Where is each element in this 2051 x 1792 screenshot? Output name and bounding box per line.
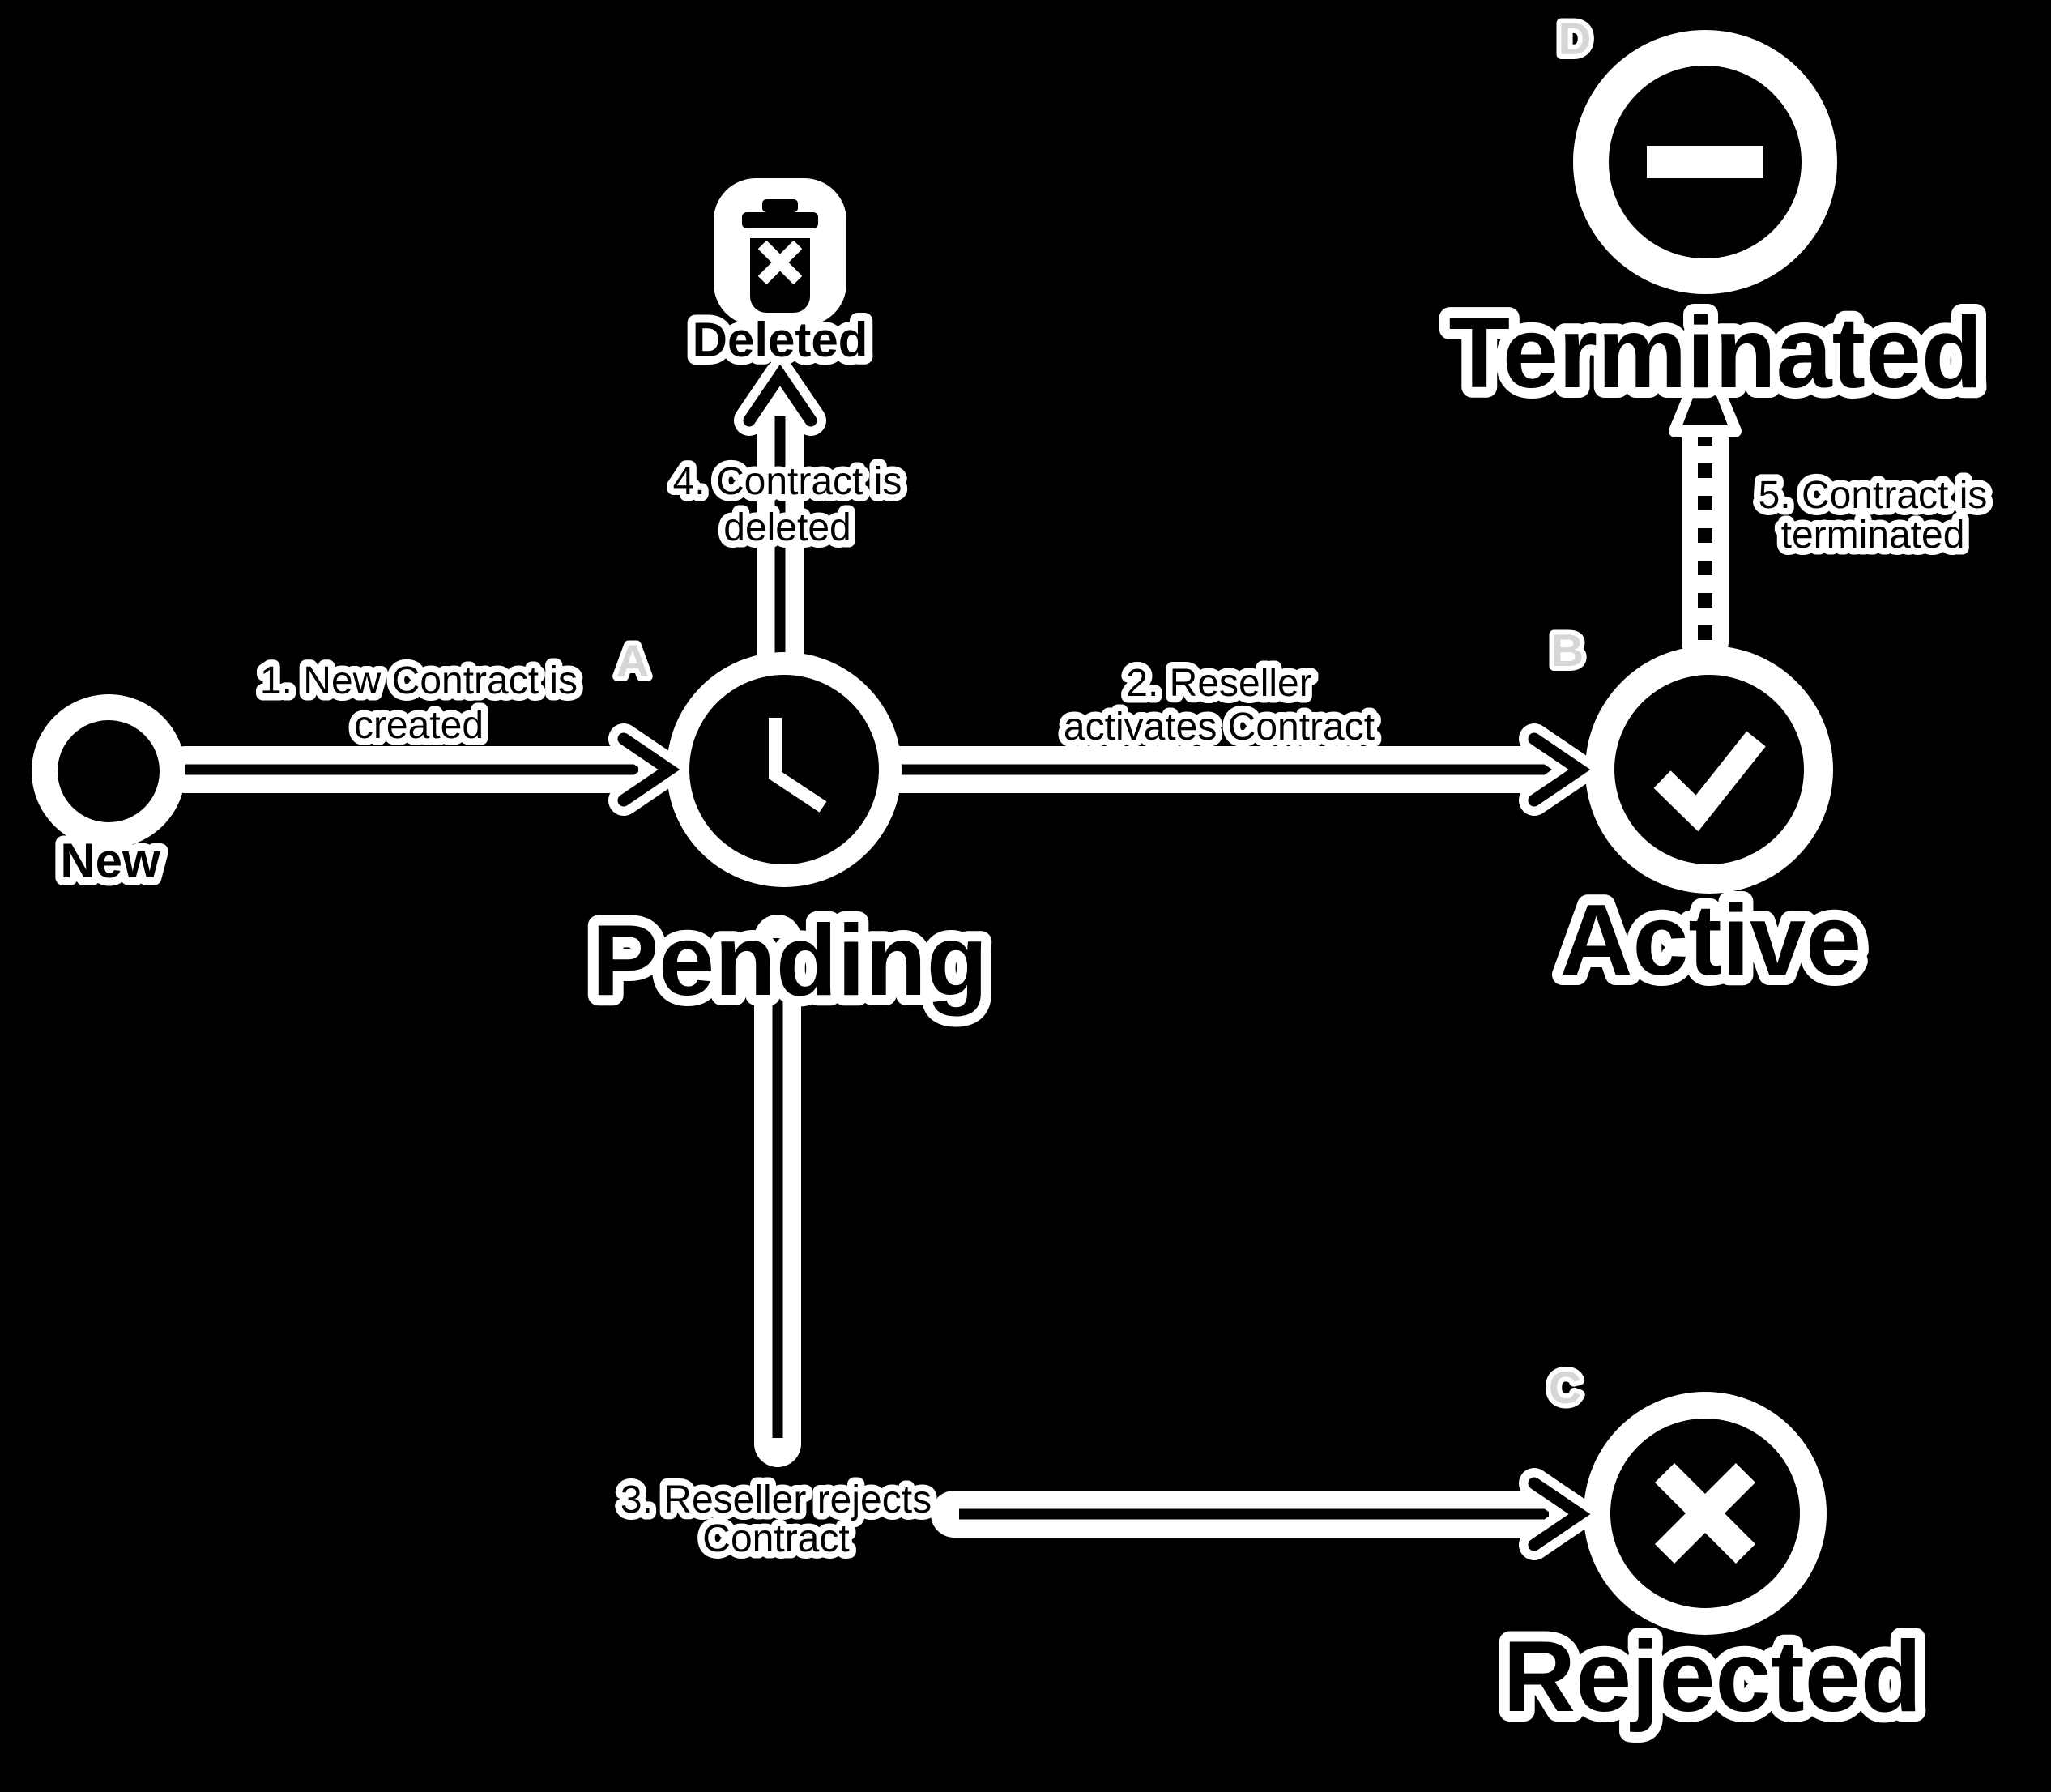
node-new bbox=[32, 694, 185, 848]
node-label-terminated: Terminated bbox=[1448, 297, 1982, 409]
filled-circle-icon bbox=[58, 720, 160, 822]
marker-d: D bbox=[1559, 13, 1591, 64]
node-label-deleted: Deleted bbox=[693, 313, 868, 367]
transition-pending-to-rejected bbox=[754, 915, 1580, 1538]
clock-icon bbox=[769, 718, 827, 813]
check-icon bbox=[1653, 731, 1766, 832]
node-active bbox=[1585, 646, 1833, 894]
node-label-rejected: Rejected bbox=[1503, 1621, 1922, 1733]
arrowhead-pending-to-active bbox=[1519, 723, 1595, 816]
node-terminated bbox=[1573, 30, 1837, 294]
svg-text:1. New Contract is: 1. New Contract is bbox=[260, 659, 578, 702]
svg-text:2. Reseller: 2. Reseller bbox=[1126, 662, 1311, 705]
x-icon bbox=[1654, 1462, 1756, 1564]
transition-label-2: 2. Reseller activates Contract bbox=[1056, 655, 1381, 756]
node-pending bbox=[667, 652, 902, 887]
minus-icon bbox=[1647, 146, 1763, 178]
arrowhead-pending-to-rejected bbox=[1519, 1468, 1595, 1560]
svg-text:4. Contract is: 4. Contract is bbox=[673, 460, 902, 503]
transition-label-4: 4. Contract is deleted bbox=[666, 454, 909, 557]
node-label-pending: Pending bbox=[591, 905, 987, 1017]
svg-text:terminated: terminated bbox=[1781, 514, 1965, 557]
node-label-new: New bbox=[60, 834, 160, 888]
node-deleted bbox=[714, 178, 846, 326]
arrowhead-new-to-pending bbox=[608, 723, 684, 816]
arrowhead-active-to-terminated bbox=[1669, 352, 1742, 437]
svg-text:created: created bbox=[354, 704, 484, 747]
svg-text:deleted: deleted bbox=[723, 506, 851, 549]
arrowhead-pending-to-deleted bbox=[734, 360, 826, 436]
transition-label-5: 5. Contract is terminated bbox=[1751, 467, 1994, 564]
node-rejected bbox=[1584, 1392, 1827, 1635]
node-label-active: Active bbox=[1560, 885, 1861, 996]
transition-label-1: 1. New Contract is created bbox=[253, 653, 584, 754]
transition-label-3: 3. Reseller rejects Contract bbox=[613, 1472, 938, 1568]
svg-text:3. Reseller rejects: 3. Reseller rejects bbox=[620, 1478, 932, 1521]
marker-a: A bbox=[616, 635, 649, 686]
marker-c: C bbox=[1549, 1362, 1581, 1413]
marker-b: B bbox=[1551, 625, 1584, 676]
svg-text:5. Contract is: 5. Contract is bbox=[1759, 474, 1988, 517]
svg-text:activates Contract: activates Contract bbox=[1064, 706, 1375, 749]
svg-text:Contract: Contract bbox=[702, 1517, 849, 1560]
trash-icon bbox=[742, 199, 818, 313]
